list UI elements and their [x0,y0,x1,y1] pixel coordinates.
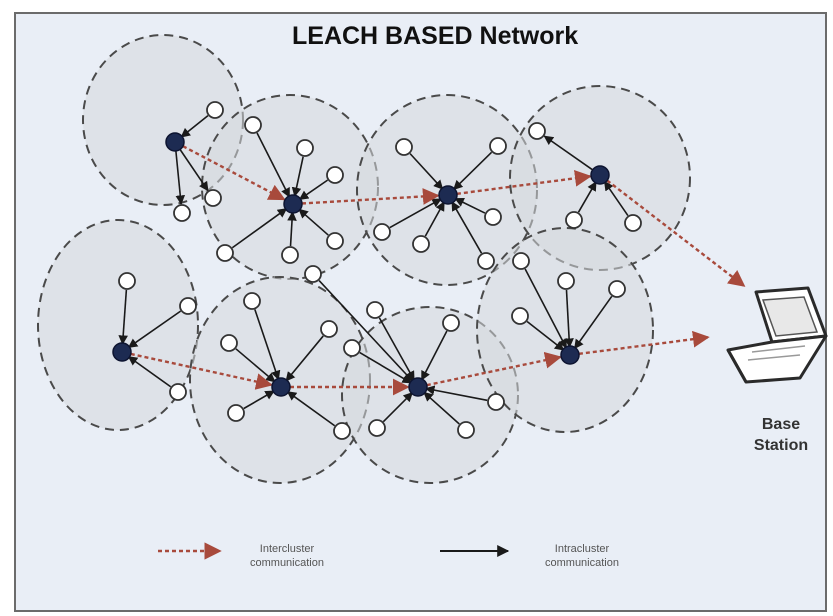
intracluster-link [451,201,483,254]
sensor-node [169,383,187,401]
intracluster-link [287,211,297,247]
legend-intercluster-label: Intercluster communication [250,543,324,569]
intracluster-link [420,330,448,381]
sensor-node [484,208,502,226]
sensor-node [243,292,261,310]
intracluster-link [118,289,128,345]
sensor-node [296,139,314,157]
sensor-node [366,301,384,319]
intercluster-link [606,179,746,287]
intracluster-link [178,148,209,192]
sensor-node [624,214,642,232]
intracluster-link [174,149,186,205]
sensor-node [343,339,361,357]
sensor-node [511,307,529,325]
sensor-node [608,280,626,298]
intracluster-link [285,335,324,382]
cluster-head-node [165,132,185,152]
cluster-head-node [271,377,291,397]
intracluster-link [454,197,486,214]
sensor-node [326,166,344,184]
intracluster-link [526,320,565,351]
laptop-icon [726,286,828,384]
intercluster-link [301,188,440,205]
sensor-node [216,244,234,262]
cluster-head-node [590,165,610,185]
sensor-node [489,137,507,155]
sensor-node [304,265,322,283]
intracluster-link [524,268,568,349]
cluster-head-node [560,345,580,365]
sensor-node [557,272,575,290]
intracluster-link [127,355,172,388]
cluster-head-node [408,377,428,397]
sensor-node [487,393,505,411]
intracluster-link [424,201,445,237]
sensor-node [373,223,391,241]
sensor-node [528,122,546,140]
intracluster-link [424,385,488,402]
intracluster-link [378,317,415,381]
intracluster-link [603,180,629,217]
sensor-node [442,314,460,332]
cluster-head-node [112,342,132,362]
intracluster-link [298,179,329,201]
intercluster-link [456,169,592,196]
sensor-node [220,334,238,352]
diagram-title: LEACH BASED Network [292,22,579,50]
intracluster-link [577,181,597,213]
intracluster-link [409,153,444,190]
intercluster-link [426,351,562,387]
intracluster-link [423,391,460,425]
intracluster-link [318,280,414,382]
sensor-node [457,421,475,439]
base-station-label: Base Station [742,414,820,456]
intracluster-link [359,351,412,384]
base-station-label-line2: Station [753,437,809,454]
intracluster-link [127,310,182,349]
sensor-node [368,419,386,437]
sensor-node [173,204,191,222]
intercluster-link [130,352,273,390]
intracluster-link [231,208,288,249]
sensor-node [412,235,430,253]
cluster-region [476,227,654,433]
sensor-node [565,211,583,229]
intracluster-link [180,114,209,138]
sensor-node [118,272,136,290]
sensor-node [204,189,222,207]
cluster-head-node [438,185,458,205]
intracluster-link [291,156,304,198]
sensor-node [206,101,224,119]
sensor-node [326,232,344,250]
intracluster-link [453,151,493,191]
sensor-node [477,252,495,270]
sensor-node [333,422,351,440]
sensor-node [244,116,262,134]
intracluster-link [382,391,414,423]
sensor-node [281,246,299,264]
sensor-node [179,297,197,315]
intracluster-link [573,295,613,350]
legend-intracluster-label: Intracluster communication [545,543,619,569]
intercluster-link [182,145,286,201]
sensor-node [320,320,338,338]
intercluster-link [578,330,710,356]
intracluster-link [286,391,336,427]
sensor-node [512,252,530,270]
intracluster-link [564,289,574,348]
intracluster-link [298,208,329,236]
intracluster-link [543,135,594,172]
intracluster-link [254,309,281,381]
sensor-node [227,404,245,422]
intracluster-link [243,390,275,410]
sensor-node [395,138,413,156]
base-station-label-line1: Base [761,416,801,433]
cluster-head-node [283,194,303,214]
